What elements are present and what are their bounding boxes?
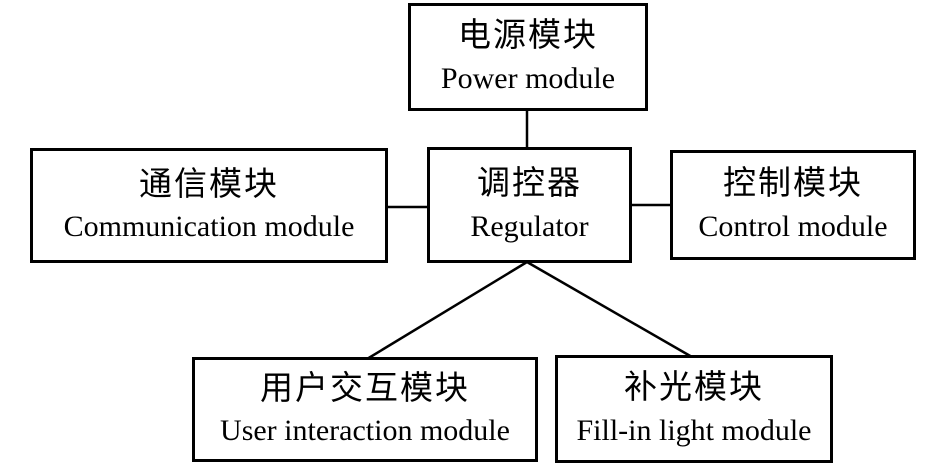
user-interaction-module-label-en: User interaction module: [220, 414, 510, 448]
regulator-label-en: Regulator: [470, 209, 589, 243]
regulator-label-zh: 调控器: [477, 166, 582, 203]
user-interaction-module-label-zh: 用户交互模块: [260, 370, 470, 407]
node-regulator: 调控器 Regulator: [427, 147, 632, 263]
power-module-label-en: Power module: [440, 61, 616, 95]
node-fill-in-light-module: 补光模块 Fill-in light module: [555, 355, 833, 463]
node-user-interaction-module: 用户交互模块 User interaction module: [192, 357, 538, 462]
fill-in-light-module-label-en: Fill-in light module: [576, 413, 812, 447]
control-module-label-en: Control module: [698, 209, 888, 243]
communication-module-label-en: Communication module: [63, 210, 355, 244]
node-control-module: 控制模块 Control module: [670, 150, 916, 260]
power-module-label-zh: 电源模块: [458, 18, 598, 55]
control-module-label-zh: 控制模块: [723, 166, 863, 203]
node-communication-module: 通信模块 Communication module: [30, 148, 388, 263]
connector-regulator-user-interaction: [366, 260, 528, 361]
fill-in-light-module-label-zh: 补光模块: [624, 370, 764, 407]
connector-regulator-fill-in-light: [526, 260, 693, 359]
node-power-module: 电源模块 Power module: [408, 3, 648, 111]
communication-module-label-zh: 通信模块: [139, 166, 279, 203]
